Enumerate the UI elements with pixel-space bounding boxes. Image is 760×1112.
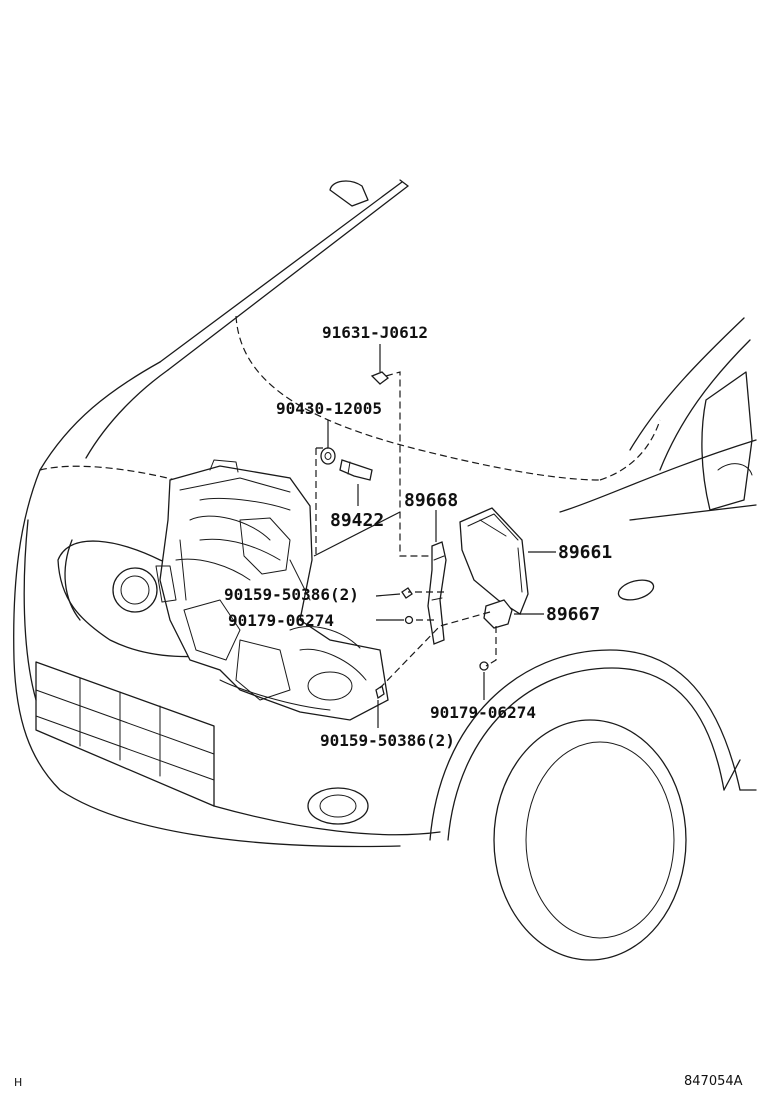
label-90179-06274-left: 90179-06274 <box>228 611 334 630</box>
part-nut-90179-right <box>479 661 489 671</box>
leader-lines <box>313 344 556 728</box>
label-90430-12005: 90430-12005 <box>276 399 382 418</box>
part-bracket-89668 <box>427 541 447 645</box>
vehicle-body <box>13 179 757 961</box>
part-nut-90179-left <box>404 615 414 625</box>
part-bracket-89667 <box>483 599 513 629</box>
label-90179-06274-right: 90179-06274 <box>430 703 536 722</box>
part-sensor-89422 <box>339 459 373 481</box>
part-ecu-89661 <box>459 507 529 615</box>
label-89422: 89422 <box>330 510 384 531</box>
part-bolt-90159-left <box>401 587 413 599</box>
part-labels: 91631-J0612 90430-12005 89668 89422 8966… <box>224 323 612 750</box>
label-89661: 89661 <box>558 542 612 563</box>
label-89667: 89667 <box>546 604 600 625</box>
engine-assembly <box>155 459 389 721</box>
part-screw-91631-J0612 <box>370 371 389 385</box>
label-90159-50386-lower: 90159-50386(2) <box>320 731 455 750</box>
assembly-lines <box>315 371 497 689</box>
label-90159-50386-upper: 90159-50386(2) <box>224 585 359 604</box>
corner-code-left: H <box>14 1076 23 1089</box>
part-washer-90430-12005 <box>320 447 336 465</box>
label-89668: 89668 <box>404 490 458 511</box>
label-91631-J0612: 91631-J0612 <box>322 323 428 342</box>
figure-code: 847054A <box>684 1074 743 1089</box>
hood-outline <box>39 315 661 501</box>
